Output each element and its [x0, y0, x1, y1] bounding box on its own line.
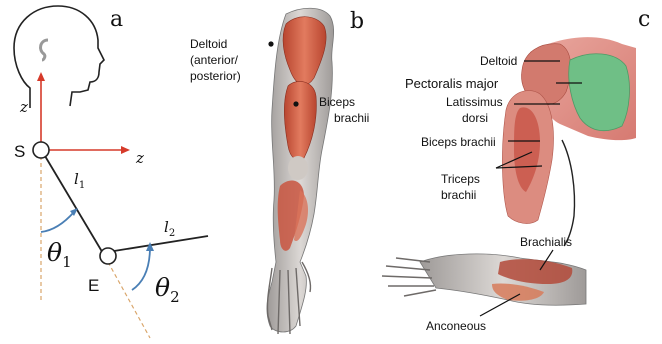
biceps-label-line-2: brachii [334, 111, 369, 125]
l1-label: l1 [74, 170, 85, 191]
arm-outline-curve [562, 140, 575, 246]
theta1-arc [41, 212, 74, 232]
deltoid-label-line-1: Deltoid [190, 37, 227, 51]
shoulder-label: S [14, 142, 25, 161]
latissimus-label-line-1: Latissimus [446, 95, 503, 109]
panel-c: c Deltoid Pectoralis major Latissimus do… [382, 7, 650, 333]
triceps-label-line-1: Triceps [441, 172, 480, 186]
z-axis-horizontal-arrowhead [121, 146, 130, 154]
deltoid-label-c: Deltoid [480, 54, 517, 68]
head-outline [14, 6, 104, 108]
l2-label: l2 [164, 218, 175, 239]
biceps-label-line-1: Biceps [319, 95, 355, 109]
panel-b-letter: b [350, 9, 364, 34]
axis-z-right-label: z [135, 149, 144, 167]
anconeous-label: Anconeous [426, 319, 486, 333]
extension-reference-line [108, 262, 150, 338]
deltoid-label-line-2: (anterior/ [190, 53, 239, 67]
theta2-label: θ2 [155, 273, 180, 306]
biceps-label-c: Biceps brachii [421, 135, 496, 149]
theta2-arc [132, 247, 150, 290]
forearm-link [114, 236, 208, 251]
elbow-tendon [288, 156, 308, 180]
axis-z-upper-label: z [19, 98, 28, 116]
panel-c-letter: c [638, 7, 650, 32]
biceps-pointer-dot [293, 101, 298, 106]
theta1-label: θ1 [47, 238, 72, 271]
panel-b: b Deltoid (anterior/ posterior) Biceps b… [190, 8, 369, 334]
triceps-label-line-2: brachii [441, 188, 476, 202]
brachialis-label: Brachialis [520, 235, 572, 249]
z-axis-vertical-arrowhead [37, 72, 45, 81]
deltoid-label-line-3: posterior) [190, 69, 241, 83]
deltoid-pointer-dot [268, 41, 273, 46]
panel-a-letter: a [110, 7, 123, 32]
panel-a: a z z S E l1 l2 θ1 θ2 [14, 6, 208, 338]
shoulder-joint [33, 142, 49, 158]
elbow-label: E [88, 276, 99, 295]
ear-icon [41, 40, 48, 60]
pectoralis-label: Pectoralis major [405, 76, 499, 91]
latissimus-label-line-2: dorsi [462, 111, 488, 125]
elbow-joint [100, 248, 116, 264]
